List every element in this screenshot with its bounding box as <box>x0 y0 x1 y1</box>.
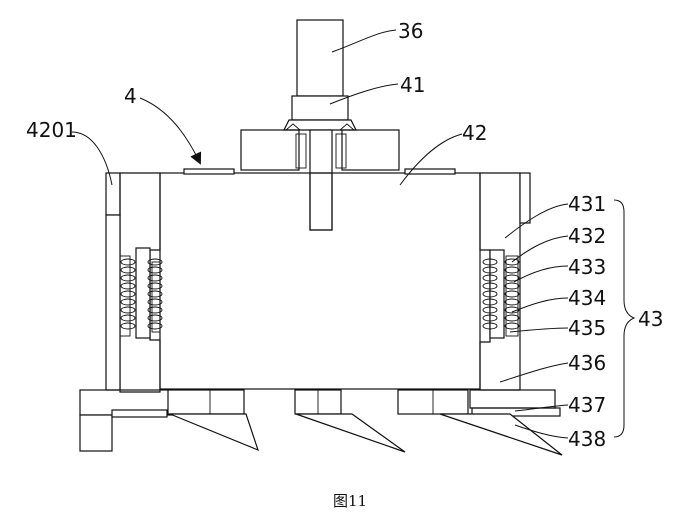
top-collar <box>240 123 400 171</box>
label-435: 435 <box>568 316 606 340</box>
label-41: 41 <box>400 73 425 97</box>
coupling-41 <box>283 95 357 231</box>
label-431: 431 <box>568 192 606 216</box>
leader-lines <box>71 29 636 439</box>
label-438: 438 <box>568 427 606 451</box>
bottom-blocks-and-blades <box>167 389 563 456</box>
figure-caption: 图11 <box>333 492 367 510</box>
right-housing <box>469 172 561 417</box>
label-433: 433 <box>568 255 606 279</box>
left-spring-assembly <box>119 247 163 339</box>
label-434: 434 <box>568 286 606 310</box>
label-36: 36 <box>398 19 423 43</box>
label-42: 42 <box>462 121 487 145</box>
label-43: 43 <box>638 307 663 331</box>
label-432: 432 <box>568 224 606 248</box>
label-436: 436 <box>568 351 606 375</box>
main-body-42 <box>159 168 481 390</box>
shaft-36 <box>296 19 344 97</box>
label-4: 4 <box>124 84 137 108</box>
part-labels: 36 41 4 4201 42 431 432 433 434 435 43 4… <box>26 19 663 510</box>
right-spring-assembly <box>482 249 520 339</box>
label-437: 437 <box>568 393 606 417</box>
left-housing <box>79 172 181 452</box>
label-4201: 4201 <box>26 118 77 142</box>
